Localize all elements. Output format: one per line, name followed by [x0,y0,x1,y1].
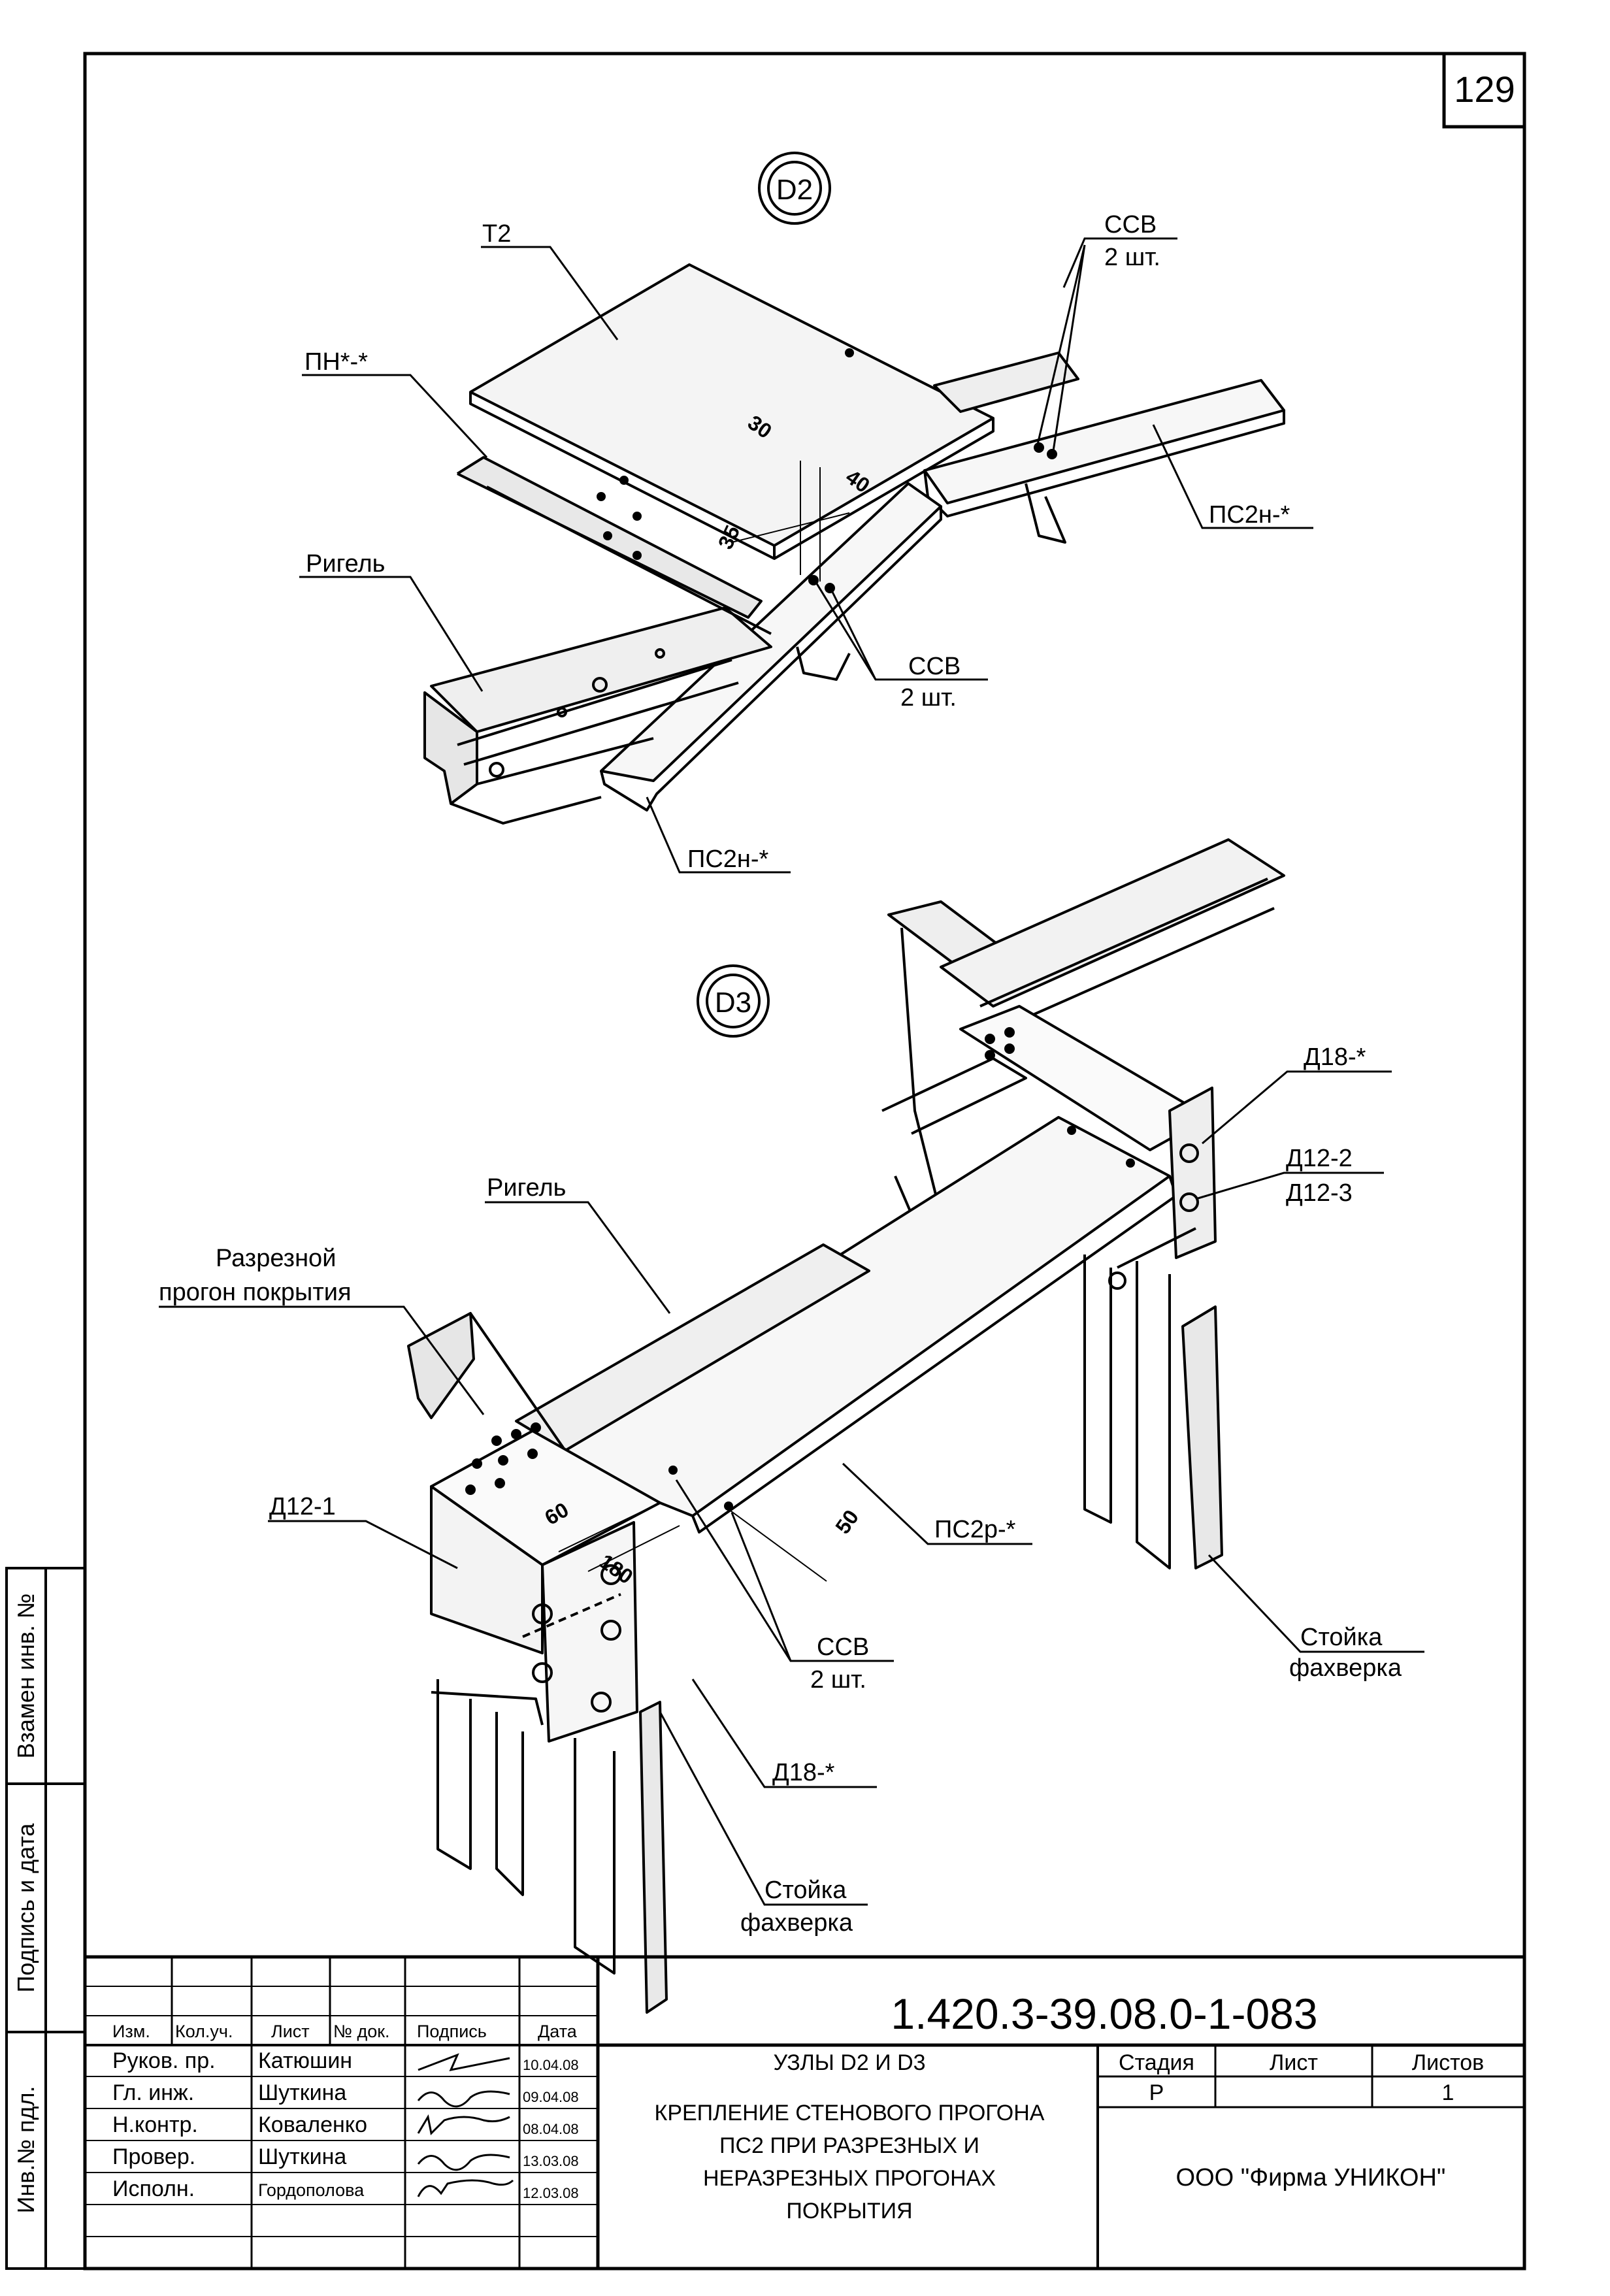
title-line-2: ПС2 ПРИ РАЗРЕЗНЫХ И [719,2133,979,2158]
label-stoyka-right-2: фахверка [1289,1654,1402,1682]
d3-badge-inner [706,974,761,1028]
row-role: Гл. инж. [112,2080,194,2105]
row-role: Н.контр. [112,2112,198,2137]
label-ccb-d3-qty: 2 шт. [810,1666,866,1694]
stadia-label: Стадия [1119,2050,1194,2075]
node-d2-drawing [423,152,1285,825]
label-d18-bottom: Д18-* [772,1759,835,1786]
label-ccb-top: ССВ [1104,211,1157,238]
header-kol: Кол.уч. [175,2022,233,2041]
label-ccb-d3: ССВ [817,1633,869,1661]
listov-label: Листов [1412,2050,1484,2075]
label-ccb-top-qty: 2 шт. [1104,244,1160,271]
signature-rows: Руков. пр. Катюшин 10.04.08 Гл. инж. Шут… [112,2048,579,2201]
label-stoyka-bottom-2: фахверка [740,1909,853,1937]
label-ps2r: ПС2р-* [934,1516,1016,1543]
d2-badge-outer [758,152,831,225]
label-razreznoy-2: прогон покрытия [159,1279,352,1306]
header-ndok: № док. [333,2022,390,2041]
label-stoyka-right-1: Стойка [1300,1624,1383,1651]
purlin-ps2n-bottom [600,482,942,782]
row-role: Исполн. [112,2176,195,2201]
row-date: 13.03.08 [523,2153,579,2169]
purlin-ps2r [528,1116,1171,1517]
row-name: Шуткина [258,2080,346,2105]
drawing-frame [83,52,1526,2271]
inv-podl-label: Инв.№ пдл. [12,2086,39,2213]
label-t2: Т2 [482,220,511,248]
d2-badge-inner [767,161,822,216]
sheet-number: 129 [1454,69,1515,110]
left-margin-strip [5,1567,85,2270]
node-d3-leaders [159,1070,1424,1906]
row-date: 09.04.08 [523,2089,579,2105]
dim-50: 50 [830,1505,863,1538]
title-line-main: УЗЛЫ D2 И D3 [773,2050,925,2075]
d3-badge-outer [697,964,770,1038]
label-pn: ПН*-* [304,348,368,376]
label-d18-top: Д18-* [1304,1043,1366,1071]
row-date: 10.04.08 [523,2057,579,2073]
label-d12-2: Д12-2 [1286,1145,1353,1172]
row-name: Гордополова [258,2180,365,2200]
row-name: Катюшин [258,2048,352,2073]
label-rigel-d3: Ригель [487,1174,566,1202]
node-d3-drawing [407,838,1285,2014]
list-label: Лист [1270,2050,1318,2075]
vzamen-inv-label: Взамен инв. № [12,1594,39,1759]
label-ps2n-right: ПС2н-* [1209,501,1290,529]
label-ps2n-bottom: ПС2н-* [687,845,769,873]
header-data: Дата [538,2022,578,2041]
node-d2-leaders [299,237,1313,874]
rigel-d2 [430,606,772,733]
stadia-value: Р [1149,2080,1164,2105]
row-role: Руков. пр. [112,2048,216,2073]
header-podpis: Подпись [417,2022,487,2041]
title-line-1: КРЕПЛЕНИЕ СТЕНОВОГО ПРОГОНА [655,2101,1045,2125]
purlin-continuous-top [940,838,1285,1008]
signatures [417,2053,514,2197]
company-name: ООО "Фирма УНИКОН" [1176,2164,1446,2191]
label-d12-1: Д12-1 [269,1493,336,1520]
sheet-number-box: 129 [1442,52,1526,129]
title-block-grid [85,1955,1524,2269]
title-line-3: НЕРАЗРЕЗНЫХ ПРОГОНАХ [703,2166,996,2191]
label-ccb-mid-qty: 2 шт. [900,684,957,712]
d2-badge-label: D2 [776,174,813,206]
header-list: Лист [271,2022,310,2041]
column-bottom [639,1701,668,2014]
listov-value: 1 [1442,2080,1454,2105]
label-razreznoy-1: Разрезной [216,1245,336,1272]
header-izm: Изм. [112,2022,150,2041]
row-name: Коваленко [258,2112,367,2137]
row-date: 12.03.08 [523,2185,579,2201]
row-name: Шуткина [258,2144,346,2169]
row-date: 08.04.08 [523,2121,579,2137]
title-line-4: ПОКРЫТИЯ [786,2199,912,2223]
document-code: 1.420.3-39.08.0-1-083 [891,1990,1317,2038]
label-rigel-d2: Ригель [306,550,385,578]
label-stoyka-bottom-1: Стойка [764,1877,847,1904]
row-role: Провер. [112,2144,195,2169]
label-d12-3: Д12-3 [1286,1179,1353,1207]
d3-badge-label: D3 [715,987,751,1019]
label-ccb-mid: ССВ [908,653,961,680]
podpis-data-label: Подпись и дата [12,1823,39,1993]
column-right [1181,1305,1223,1569]
